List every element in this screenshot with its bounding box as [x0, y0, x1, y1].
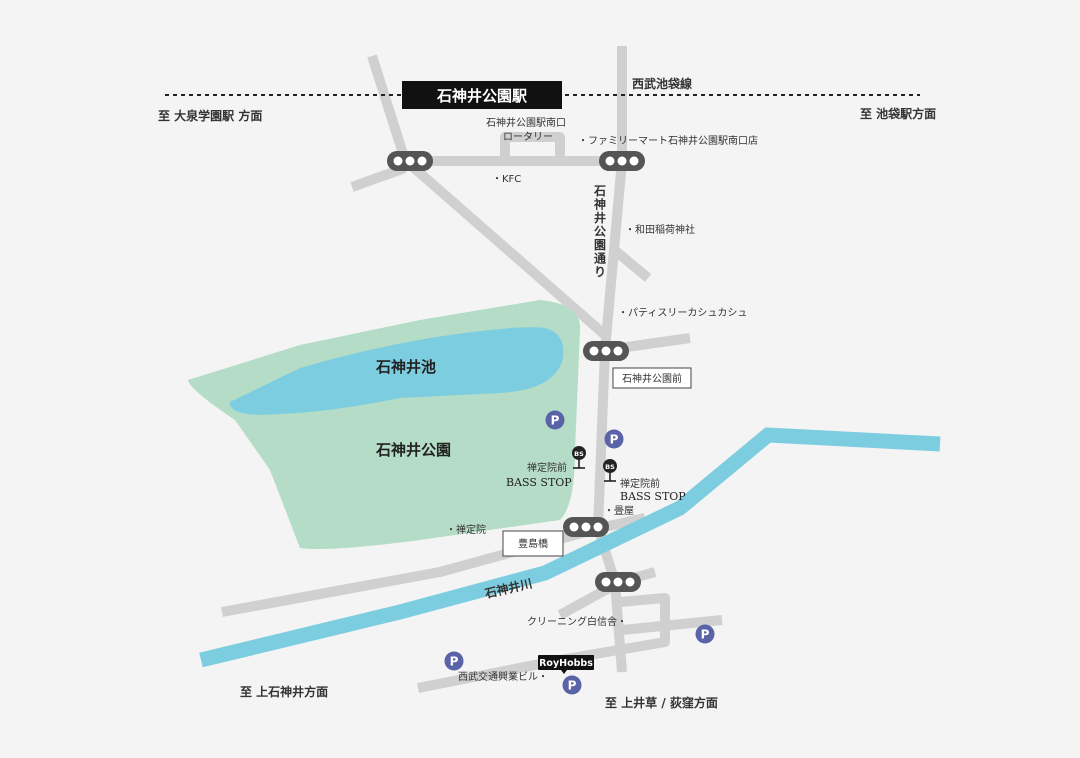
- signpost-park-front-label: 石神井公園前: [622, 372, 682, 385]
- bus-stop-name: 禅定院前: [620, 477, 660, 490]
- parking-markers: P P P P P: [444, 410, 715, 695]
- bus-stop-badge: BS: [605, 463, 615, 471]
- road-south-loop: [417, 593, 670, 693]
- parking-symbol: P: [568, 679, 577, 693]
- bus-stop-icon: [603, 459, 617, 473]
- bus-stop-name: 禅定院前: [527, 461, 567, 474]
- bus-stop-badge: BS: [574, 450, 584, 458]
- traffic-signal-icon: [599, 151, 645, 171]
- traffic-signal-icon: [563, 517, 609, 537]
- cleaning-label: クリーニング白信舎・: [527, 615, 627, 628]
- road-shrine-branch: [608, 244, 652, 282]
- traffic-signal-icon: [583, 341, 629, 361]
- rotary-label-line1: 石神井公園駅南口: [486, 116, 566, 129]
- railway-line-name: 西武池袋線: [632, 76, 692, 91]
- river-shakujii: [199, 427, 941, 668]
- parking-symbol: P: [450, 655, 459, 669]
- traffic-signal-icon: [387, 151, 433, 171]
- station-box[interactable]: [402, 81, 562, 109]
- parking-symbol: P: [610, 433, 619, 447]
- road-rotary: [500, 132, 565, 161]
- bus-stop-sub: BASS STOP: [620, 490, 686, 503]
- signpost-toshima-bridge: 豊島橋: [502, 530, 564, 557]
- station-name: 石神井公園駅: [436, 87, 528, 105]
- parking-icon[interactable]: P: [604, 429, 624, 449]
- parking-icon[interactable]: P: [562, 675, 582, 695]
- tatamiya-label: ・畳屋: [604, 505, 634, 517]
- direction-southwest-label: 至 上石神井方面: [240, 684, 328, 699]
- parking-symbol: P: [701, 628, 710, 642]
- royhobbs-label: RoyHobbs: [539, 658, 593, 669]
- bus-stop-2[interactable]: BS 禅定院前 BASS STOP: [603, 459, 686, 503]
- parking-icon[interactable]: P: [545, 410, 565, 430]
- pond-area: [229, 327, 564, 415]
- road-main-street: [593, 46, 627, 673]
- parking-symbol: P: [551, 414, 560, 428]
- patisserie-label: ・パティスリーカシュカシュ: [618, 307, 747, 319]
- zenjoin-label: ・禅定院: [446, 523, 486, 536]
- parking-icon[interactable]: P: [695, 624, 715, 644]
- pond-label: 石神井池: [375, 358, 436, 376]
- main-street-label: 石神井公園通り: [593, 184, 606, 279]
- royhobbs-marker[interactable]: RoyHobbs: [538, 655, 594, 674]
- traffic-signal-icon: [595, 572, 641, 592]
- kfc-label: ・KFC: [492, 174, 521, 185]
- bus-stop-1[interactable]: BS 禅定院前 BASS STOP: [506, 446, 586, 489]
- familymart-label: ・ファミリーマート石神井公園駅南口店: [578, 134, 758, 147]
- direction-east-label: 至 池袋駅方面: [860, 106, 936, 121]
- park-label: 石神井公園: [375, 441, 451, 459]
- parking-icon[interactable]: P: [444, 651, 464, 671]
- direction-west-label: 至 大泉学園駅 方面: [158, 108, 262, 123]
- signpost-toshima-bridge-label: 豊島橋: [518, 537, 548, 550]
- shrine-label: ・和田稲荷神社: [625, 223, 695, 236]
- signpost-park-front: 石神井公園前: [612, 367, 692, 389]
- road-south-east-lower: [621, 615, 723, 635]
- rotary-label-line2: ロータリー: [503, 131, 553, 143]
- road-west-branch: [350, 163, 407, 192]
- seibu-building-label: 西武交通興業ビル・: [458, 670, 548, 683]
- direction-south-label: 至 上井草 / 荻窪方面: [605, 695, 718, 710]
- bus-stop-sub: BASS STOP: [506, 476, 572, 489]
- traffic-signals: [387, 151, 645, 592]
- bus-stop-icon: [572, 446, 586, 460]
